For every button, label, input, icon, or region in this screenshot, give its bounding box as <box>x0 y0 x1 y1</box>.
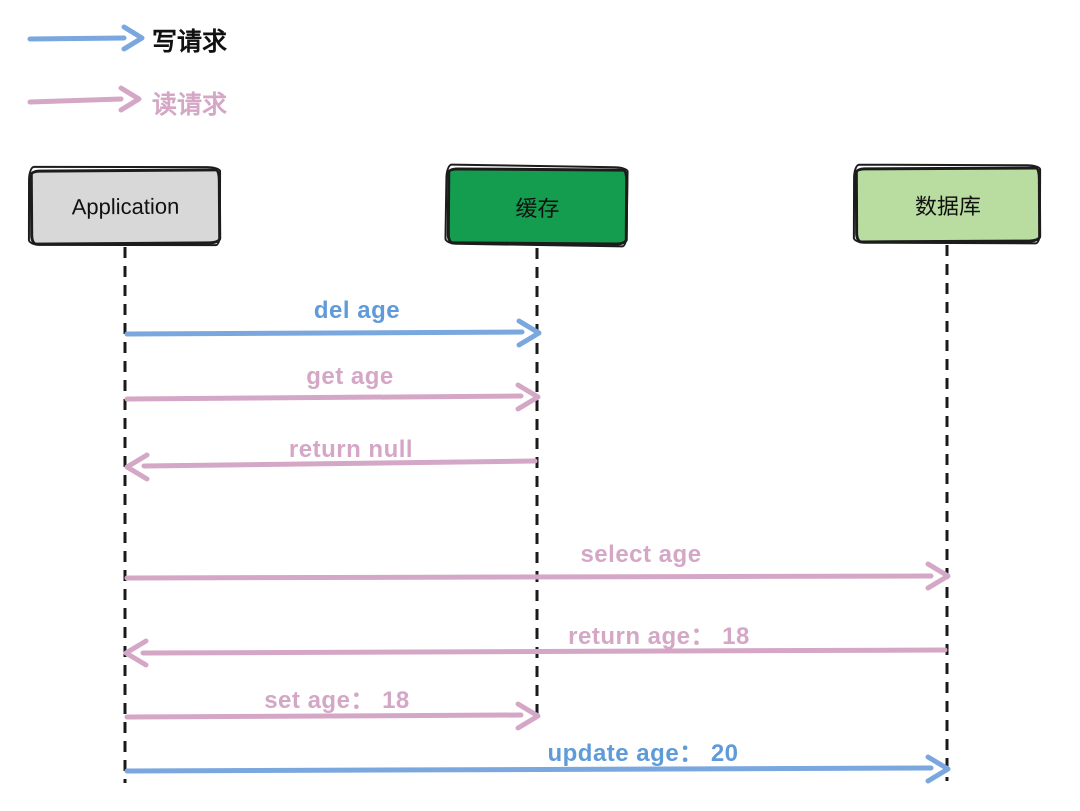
arrowhead-right-icon <box>515 701 541 731</box>
message-label-return-age-18: return age： 18 <box>568 623 750 650</box>
message-label-del-age: del age <box>313 297 401 324</box>
arrowhead-left-icon <box>124 452 150 482</box>
arrowhead-right-icon <box>925 561 951 591</box>
message-line-del-age <box>124 329 525 337</box>
actor-application-label: Application <box>71 193 180 220</box>
message-line-set-age-18 <box>124 712 524 720</box>
message-line-update-age-20 <box>124 765 934 774</box>
legend-label-read: 读请求 <box>152 91 228 119</box>
message-label-set-age-18: set age： 18 <box>264 687 410 714</box>
message-line-select-age <box>124 573 934 581</box>
message-line-return-age-18 <box>140 647 948 656</box>
message-label-return-null: return null <box>288 436 414 463</box>
message-line-get-age <box>124 393 524 402</box>
message-arrow-select-age <box>124 561 951 591</box>
actor-database-label: 数据库 <box>914 193 982 220</box>
legend-write-arrowhead-icon <box>121 24 145 52</box>
arrowhead-right-icon <box>925 754 951 784</box>
message-arrow-update-age-20 <box>124 754 951 784</box>
message-arrow-return-age-18 <box>123 638 948 668</box>
message-arrow-return-null <box>124 452 538 482</box>
message-label-get-age: get age <box>306 363 394 390</box>
legend-label-write: 写请求 <box>152 28 228 56</box>
actor-cache: 缓存 <box>446 167 629 246</box>
message-arrow-get-age <box>124 382 541 412</box>
message-label-update-age-20: update age： 20 <box>547 740 739 767</box>
legend-write-arrow-line <box>27 35 127 42</box>
legend-write-arrow-icon <box>27 24 145 52</box>
arrowhead-right-icon <box>515 382 541 412</box>
message-arrow-del-age <box>124 318 542 348</box>
legend-read-arrow-icon <box>27 85 142 113</box>
actor-application: Application <box>29 168 222 246</box>
message-arrow-set-age-18 <box>124 701 541 731</box>
message-label-select-age: select age <box>580 541 702 568</box>
message-line-return-null <box>141 458 538 469</box>
arrowhead-left-icon <box>123 638 149 668</box>
legend-read-arrow-line <box>27 96 124 105</box>
actor-cache-label: 缓存 <box>515 195 560 221</box>
legend-read-arrowhead-icon <box>118 85 142 113</box>
arrowhead-right-icon <box>516 318 542 348</box>
actor-database: 数据库 <box>854 166 1042 244</box>
